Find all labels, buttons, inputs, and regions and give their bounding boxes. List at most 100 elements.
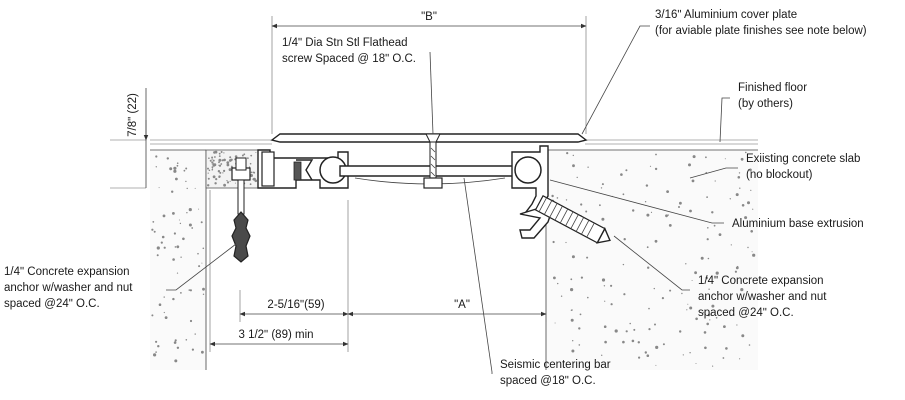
concrete-speck [186, 212, 188, 214]
concrete-speck [226, 180, 228, 182]
leader-cover-plate: 3/16ʺ Aluminium cover plate (for aviable… [581, 9, 867, 135]
concrete-speck [604, 340, 607, 344]
concrete-speck [600, 187, 603, 189]
concrete-speck [201, 262, 203, 264]
concrete-speck [649, 165, 652, 167]
concrete-speck [695, 363, 697, 364]
concrete-speck [249, 183, 252, 186]
concrete-speck [688, 163, 691, 167]
concrete-speck [739, 358, 741, 360]
concrete-speck [172, 258, 175, 261]
concrete-speck [682, 354, 684, 356]
right-concrete-slab [545, 149, 758, 370]
concrete-speck [654, 323, 656, 326]
concrete-speck [171, 190, 174, 193]
concrete-speck [189, 319, 193, 323]
concrete-speck [219, 171, 222, 174]
concrete-speck [711, 304, 715, 308]
concrete-speck [174, 359, 178, 363]
concrete-speck [211, 168, 213, 170]
concrete-speck [191, 348, 194, 351]
concrete-speck [686, 309, 688, 311]
concrete-speck [692, 155, 696, 159]
concrete-speck [685, 263, 687, 265]
concrete-speck [172, 212, 175, 215]
concrete-speck [223, 152, 225, 154]
concrete-speck [250, 154, 253, 157]
concrete-speck [666, 190, 669, 194]
dimension-a: "A" [347, 200, 547, 322]
concrete-speck [226, 181, 230, 184]
concrete-speck [648, 328, 651, 331]
concrete-speck [552, 240, 555, 244]
anchor-left-label-1: 1/4ʺ Concrete expansion [4, 266, 130, 278]
concrete-speck [578, 344, 581, 346]
concrete-speck [715, 317, 718, 319]
concrete-speck [750, 189, 752, 191]
concrete-speck [745, 151, 747, 154]
concrete-speck [178, 219, 180, 221]
concrete-speck [738, 172, 741, 174]
concrete-speck [570, 288, 574, 292]
concrete-speck [212, 162, 214, 164]
concrete-speck [155, 166, 157, 168]
concrete-speck [737, 176, 741, 179]
anchor-right-label-2: anchor w/washer and nut [698, 291, 827, 303]
concrete-speck [188, 223, 192, 227]
concrete-speck [213, 151, 216, 154]
concrete-speck [751, 251, 753, 253]
concrete-speck [211, 158, 213, 160]
centering-bar-label-1: Seismic centering bar [500, 359, 611, 371]
concrete-speck [661, 297, 665, 300]
leader-screw: 1/4ʺ Dia Stn Stl Flathead screw Spaced @… [282, 37, 434, 135]
concrete-speck [211, 156, 214, 159]
concrete-speck [748, 344, 751, 346]
concrete-speck [185, 180, 187, 183]
concrete-speck [694, 271, 697, 275]
concrete-speck [248, 166, 251, 168]
concrete-speck [713, 224, 716, 227]
concrete-speck [655, 364, 657, 366]
concrete-speck [747, 201, 750, 205]
concrete-speck [222, 172, 224, 174]
concrete-speck [243, 153, 246, 156]
concrete-speck [724, 158, 726, 160]
concrete-speck [632, 209, 635, 212]
anchor-left-label-2: anchor w/washer and nut [4, 282, 133, 294]
concrete-speck [200, 221, 203, 224]
concrete-speck [188, 208, 192, 212]
concrete-speck [747, 246, 749, 249]
concrete-speck [173, 169, 177, 173]
concrete-speck [163, 296, 165, 298]
concrete-speck [161, 235, 165, 239]
flathead-screw [423, 133, 443, 189]
concrete-speck [252, 171, 255, 173]
concrete-speck [570, 278, 573, 281]
leader-centering-bar: Seismic centering bar spaced @18ʺ O.C. [463, 177, 611, 387]
concrete-speck [209, 159, 212, 162]
concrete-speck [706, 238, 709, 241]
concrete-speck [164, 316, 168, 319]
concrete-speck [681, 292, 683, 295]
concrete-speck [740, 288, 744, 292]
concrete-speck [579, 313, 582, 316]
leader-base-extrusion: Aluminium base extrusion [549, 179, 864, 230]
concrete-speck [705, 156, 707, 159]
concrete-speck [580, 203, 583, 206]
concrete-speck [223, 158, 226, 162]
concrete-speck [211, 163, 213, 165]
concrete-speck [714, 180, 716, 182]
concrete-speck [679, 201, 682, 205]
concrete-speck [207, 172, 209, 174]
concrete-speck [749, 168, 752, 172]
concrete-speck [229, 156, 232, 159]
concrete-speck [668, 224, 672, 227]
concrete-speck [566, 152, 569, 155]
concrete-speck [709, 319, 711, 321]
concrete-speck [194, 333, 196, 335]
concrete-speck [654, 167, 658, 171]
concrete-speck [218, 155, 221, 158]
concrete-speck [163, 246, 166, 249]
left-concrete-slab [150, 149, 207, 370]
concrete-speck [633, 328, 636, 331]
